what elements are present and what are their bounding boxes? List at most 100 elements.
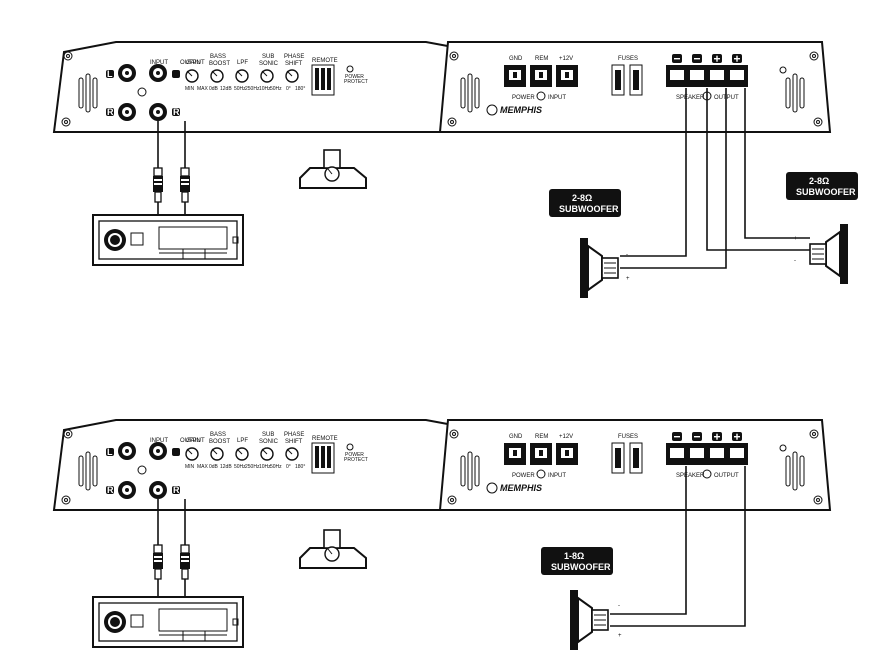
phase-shift-label-2: SHIFT bbox=[285, 439, 303, 445]
gain-label: GAIN bbox=[186, 438, 201, 444]
gnd-label: GND bbox=[509, 56, 523, 62]
speaker-output-label-1: SPEAKER bbox=[676, 95, 705, 101]
phase-shift-label-1: PHASE bbox=[284, 54, 304, 60]
lpf-label: LPF bbox=[237, 60, 248, 66]
power-protect-label-2: PROTECT bbox=[344, 457, 368, 463]
remote-bass-knob bbox=[299, 149, 367, 189]
bass-max-label: 12dB bbox=[220, 86, 232, 92]
rem-label: REM bbox=[535, 56, 548, 62]
rca-plug-left bbox=[152, 544, 164, 580]
left-channel-label: L bbox=[107, 447, 113, 457]
rca-plug-right bbox=[179, 167, 191, 203]
amplifier-control-panel: OUTPUT INPUT GAIN MIN MAX BASS BOOST 0dB… bbox=[53, 41, 491, 133]
speaker-wires bbox=[620, 88, 810, 269]
output-label: OUTPUT bbox=[180, 438, 205, 444]
lpf-min-label: 50Hz bbox=[234, 86, 246, 92]
fuses-label: FUSES bbox=[618, 434, 638, 440]
speaker-output-label-2: OUTPUT bbox=[714, 473, 739, 479]
right-channel-label: R bbox=[107, 485, 114, 495]
bass-min-label: 0dB bbox=[209, 464, 219, 470]
power-protect-label-2: PROTECT bbox=[344, 79, 368, 85]
gain-min-label: MIN bbox=[185, 464, 195, 470]
right-channel-label-input: R bbox=[173, 485, 180, 495]
sub2-impedance: 2-8Ω bbox=[809, 176, 829, 186]
rca-plug-right bbox=[179, 544, 191, 580]
phase-max-label: 180° bbox=[295, 86, 305, 92]
rca-plug-left bbox=[152, 167, 164, 203]
amplifier-power-panel: GND REM +12V POWER INPUT FUSES SPEAKER O… bbox=[439, 419, 831, 511]
sub-sonic-label-2: SONIC bbox=[259, 61, 279, 67]
lpf-min-label: 50Hz bbox=[234, 464, 246, 470]
sub-min-label: 10Hz bbox=[259, 464, 271, 470]
bass-boost-label-1: BASS bbox=[210, 54, 226, 60]
gain-max-label: MAX bbox=[197, 86, 209, 92]
bass-boost-label-1: BASS bbox=[210, 432, 226, 438]
subwoofer-1: 1-8Ω SUBWOOFER - + bbox=[541, 547, 622, 651]
plus12v-label: +12V bbox=[559, 434, 573, 440]
amplifier-power-panel: GND REM +12V POWER INPUT FUSES SPEAKER O… bbox=[439, 41, 831, 133]
subwoofer-1: 2-8Ω SUBWOOFER - + bbox=[549, 189, 630, 299]
sub-min-label: 10Hz bbox=[259, 86, 271, 92]
speaker-wires bbox=[610, 466, 746, 627]
phase-shift-label-1: PHASE bbox=[284, 432, 304, 438]
power-protect-label-1: POWER bbox=[345, 452, 364, 458]
sub2-plus: + bbox=[794, 236, 798, 242]
right-channel-label-input: R bbox=[173, 107, 180, 117]
amplifier-control-panel: OUTPUT INPUT GAIN MIN MAX BASS BOOST 0dB… bbox=[53, 419, 491, 511]
right-channel-label: R bbox=[107, 107, 114, 117]
head-unit bbox=[92, 596, 244, 648]
power-input-label-1: POWER bbox=[512, 473, 535, 479]
remote-bass-knob bbox=[299, 529, 367, 569]
sub-sonic-label-2: SONIC bbox=[259, 439, 279, 445]
bass-boost-label-2: BOOST bbox=[209, 61, 230, 67]
subwoofer-2: 2-8Ω SUBWOOFER + - bbox=[786, 172, 858, 284]
brand-logo: MEMPHIS bbox=[500, 105, 542, 115]
gain-label: GAIN bbox=[186, 60, 201, 66]
sub1-plus: + bbox=[618, 633, 622, 639]
head-unit bbox=[92, 214, 244, 266]
input-label: INPUT bbox=[150, 60, 168, 66]
remote-label: REMOTE bbox=[312, 58, 338, 64]
lpf-max-label: 250Hz bbox=[245, 86, 260, 92]
bass-min-label: 0dB bbox=[209, 86, 219, 92]
phase-max-label: 180° bbox=[295, 464, 305, 470]
sub1-impedance: 1-8Ω bbox=[564, 551, 584, 561]
remote-label: REMOTE bbox=[312, 436, 338, 442]
brand-logo: MEMPHIS bbox=[500, 483, 542, 493]
bass-boost-label-2: BOOST bbox=[209, 439, 230, 445]
diagram-2: OUTPUT INPUT GAIN MIN MAX BASS BOOST 0dB… bbox=[53, 419, 831, 651]
diagram-1: OUTPUT INPUT GAIN MIN MAX BASS BOOST 0dB… bbox=[53, 41, 858, 299]
sub1-minus: - bbox=[626, 252, 628, 258]
sub1-impedance: 2-8Ω bbox=[572, 193, 592, 203]
sub2-label: SUBWOOFER bbox=[796, 187, 856, 197]
sub1-label: SUBWOOFER bbox=[559, 204, 619, 214]
sub1-minus: - bbox=[618, 603, 620, 609]
phase-min-label: 0° bbox=[286, 464, 291, 470]
rca-cables bbox=[152, 121, 191, 218]
power-input-label-2: INPUT bbox=[548, 473, 566, 479]
left-channel-label: L bbox=[107, 69, 113, 79]
lpf-max-label: 250Hz bbox=[245, 464, 260, 470]
sub-max-label: 50Hz bbox=[270, 86, 282, 92]
gain-max-label: MAX bbox=[197, 464, 209, 470]
gnd-label: GND bbox=[509, 434, 523, 440]
fuses-label: FUSES bbox=[618, 56, 638, 62]
sub-max-label: 50Hz bbox=[270, 464, 282, 470]
input-label: INPUT bbox=[150, 438, 168, 444]
sub-sonic-label-1: SUB bbox=[262, 54, 274, 60]
rca-cables bbox=[152, 499, 191, 598]
power-input-label-2: INPUT bbox=[548, 95, 566, 101]
rem-label: REM bbox=[535, 434, 548, 440]
sub-sonic-label-1: SUB bbox=[262, 432, 274, 438]
plus12v-label: +12V bbox=[559, 56, 573, 62]
sub1-label: SUBWOOFER bbox=[551, 562, 611, 572]
sub1-plus: + bbox=[626, 276, 630, 282]
power-protect-label-1: POWER bbox=[345, 74, 364, 80]
gain-min-label: MIN bbox=[185, 86, 195, 92]
phase-shift-label-2: SHIFT bbox=[285, 61, 303, 67]
output-label: OUTPUT bbox=[180, 60, 205, 66]
sub2-minus: - bbox=[794, 258, 796, 264]
phase-min-label: 0° bbox=[286, 86, 291, 92]
speaker-output-label-1: SPEAKER bbox=[676, 473, 705, 479]
